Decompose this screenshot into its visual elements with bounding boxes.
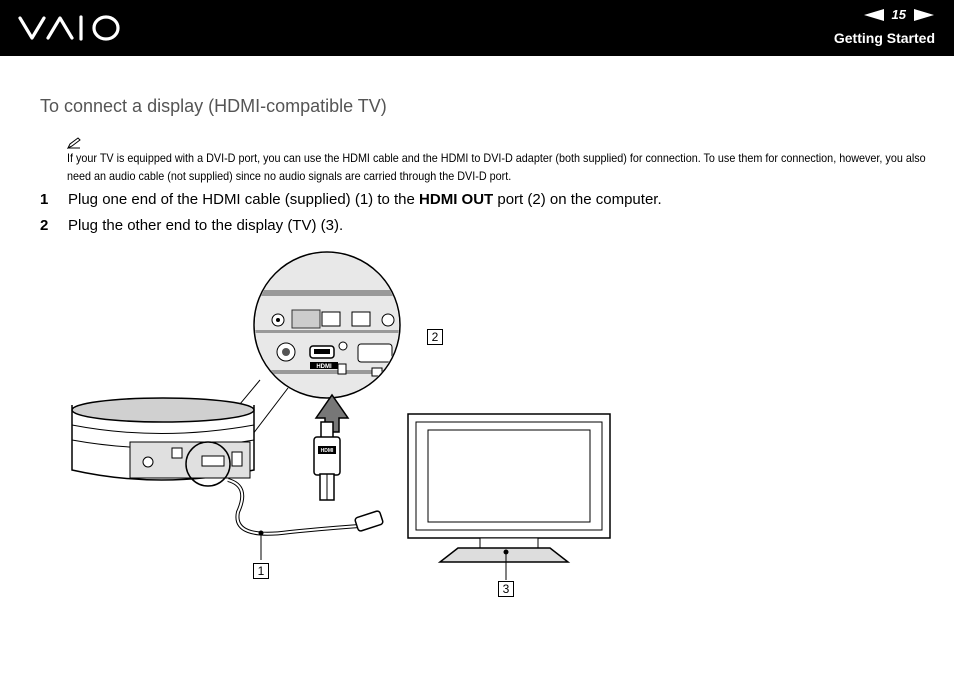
vaio-logo-icon — [18, 13, 122, 48]
computer-device — [71, 397, 255, 487]
step-text-part: Plug one end of the HDMI cable (supplied… — [68, 191, 420, 208]
callout-3: 3 — [498, 581, 514, 597]
step-text: Plug one end of the HDMI cable (supplied… — [68, 191, 662, 208]
arrow-up-icon — [314, 393, 350, 433]
section-title: Getting Started — [833, 30, 935, 46]
callout-2: 2 — [427, 329, 443, 345]
connection-illustration: HDMI — [60, 250, 620, 605]
step-text-part: port (2) on the computer. — [493, 191, 662, 208]
note-text: If your TV is equipped with a DVI-D port… — [67, 151, 926, 183]
pencil-note-icon — [66, 136, 81, 154]
arrow-right-icon[interactable] — [914, 8, 934, 21]
tv-display — [407, 413, 611, 580]
page-heading: To connect a display (HDMI-compatible TV… — [40, 96, 387, 116]
hdmi-out-label: HDMI OUT — [419, 191, 494, 208]
page-number: 15 — [891, 7, 906, 22]
header-bar: 15 Getting Started — [0, 0, 954, 56]
step-text: Plug the other end to the display (TV) (… — [68, 217, 344, 234]
callout-1: 1 — [253, 563, 269, 579]
step-number: 2 — [40, 217, 49, 234]
step-number: 1 — [40, 191, 49, 208]
hdmi-plug: HDMI — [313, 421, 341, 501]
page-navigation: 15 — [863, 7, 934, 22]
hdmi-port-label: HDMI — [316, 364, 332, 370]
arrow-left-icon[interactable] — [863, 8, 884, 21]
port-magnifier: HDMI — [253, 251, 401, 399]
hdmi-cable — [227, 478, 384, 560]
hdmi-plug-label: HDMI — [321, 448, 334, 454]
